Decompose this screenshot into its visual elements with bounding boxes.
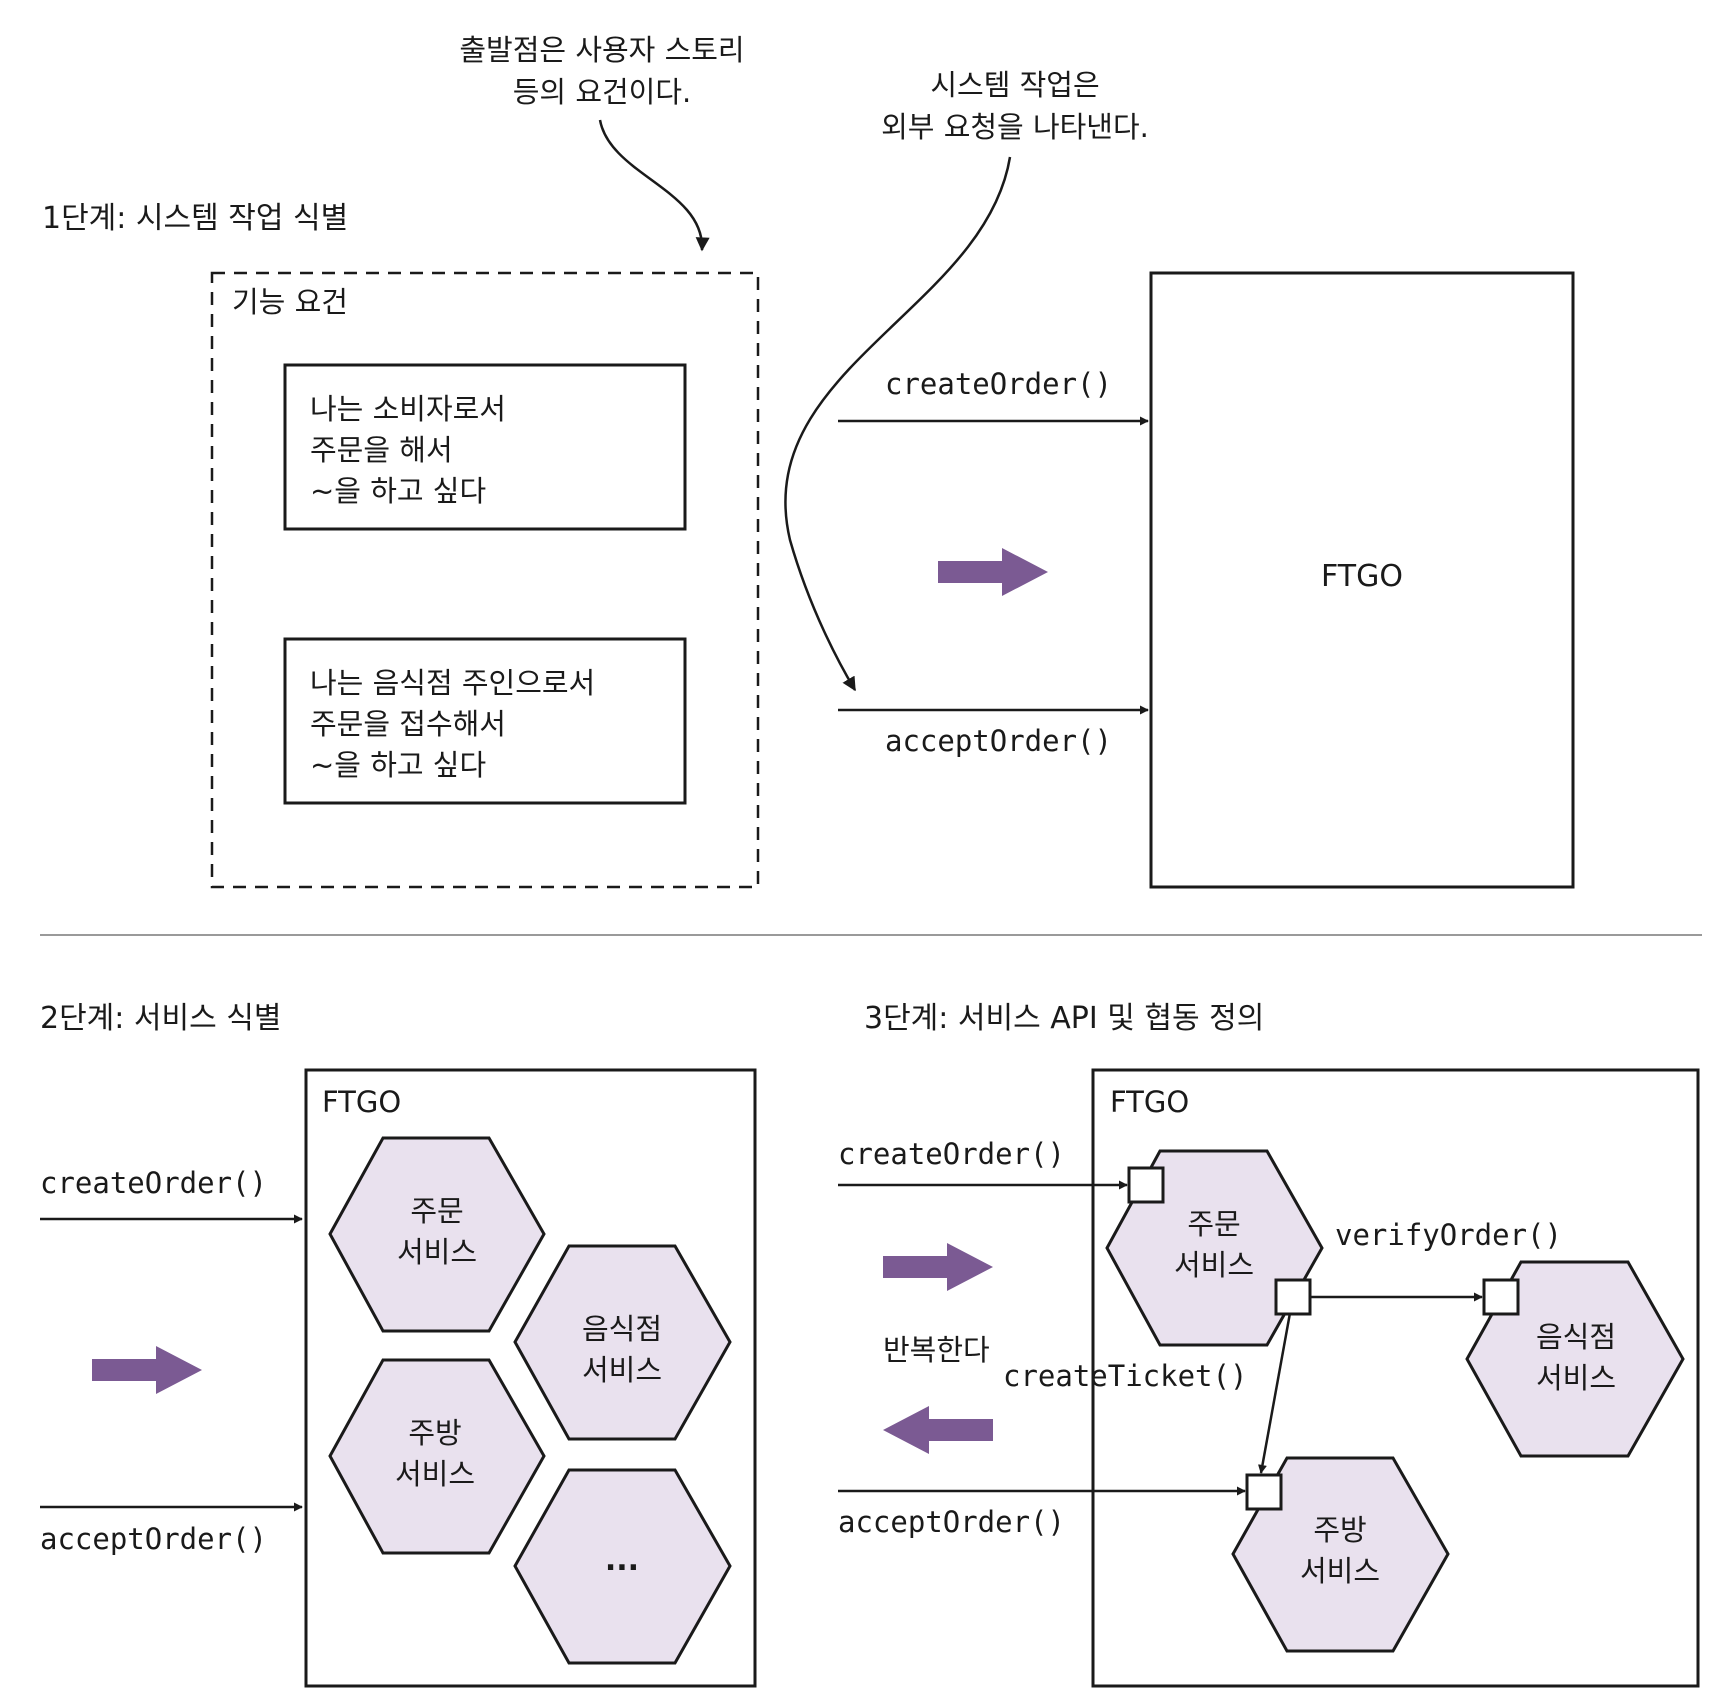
restaurant-service-verify-port [1482, 1278, 1520, 1316]
user-story-restaurant-owner [283, 637, 687, 805]
step3-op-create: createOrder() [838, 1137, 1065, 1171]
step2-order-service-line1: 주문 [410, 1194, 463, 1228]
step2-op-create: createOrder() [40, 1166, 267, 1200]
requirements-label: 기능 요건 [232, 285, 348, 319]
story-owner-line1: 나는 음식점 주인으로서 [310, 666, 595, 700]
step3-title: 3단계: 서비스 API 및 협동 정의 [864, 1001, 1264, 1036]
step3-restaurant-service-hex [1465, 1260, 1685, 1458]
step2-restaurant-service-hex [513, 1244, 732, 1441]
order-service-outbound-port [1274, 1278, 1312, 1316]
step2-kitchen-service-line1: 주방 [408, 1416, 461, 1450]
story-owner-line2: 주문을 접수해서 [310, 707, 506, 741]
step2-op-accept: acceptOrder() [40, 1522, 267, 1556]
step3-kitchen-service-hex [1231, 1456, 1450, 1653]
callout-start-pointer [598, 119, 710, 252]
order-service-create-port [1127, 1166, 1165, 1204]
user-story-consumer [283, 363, 687, 531]
step3-order-service-line2: 서비스 [1174, 1248, 1254, 1282]
step2-kitchen-service-hex [328, 1358, 546, 1555]
step3-iterate-arrow [883, 1406, 993, 1454]
step2-ftgo-label: FTGO [322, 1085, 401, 1119]
step2-order-service-line2: 서비스 [397, 1235, 477, 1269]
step3-kitchen-service-line2: 서비스 [1300, 1554, 1380, 1588]
step1-ftgo-label: FTGO [1321, 559, 1403, 594]
step3-order-service-line1: 주문 [1187, 1207, 1240, 1241]
step2-restaurant-service-line1: 음식점 [582, 1312, 662, 1346]
step3-kitchen-service-line1: 주방 [1313, 1513, 1366, 1547]
step2-title: 2단계: 서비스 식별 [40, 1001, 281, 1036]
step1-title: 1단계: 시스템 작업 식별 [42, 201, 348, 236]
callout-system-line2: 외부 요청을 나타낸다. [881, 110, 1149, 144]
step3-arrow-create-ticket [1258, 1312, 1292, 1474]
story-consumer-line2: 주문을 해서 [310, 433, 453, 467]
step3-iterate-label: 반복한다 [883, 1333, 990, 1367]
story-consumer-line3: ~을 하고 싶다 [310, 474, 486, 508]
step3-restaurant-service-line2: 서비스 [1536, 1361, 1616, 1395]
step1-ftgo-system [1149, 271, 1575, 889]
step3-op-verify: verifyOrder() [1335, 1218, 1562, 1252]
story-owner-line3: ~을 하고 싶다 [310, 748, 486, 782]
callout-start-line1: 출발점은 사용자 스토리 [459, 33, 744, 67]
step2-more-services-ellipsis: ... [605, 1543, 639, 1578]
story-consumer-line1: 나는 소비자로서 [310, 392, 506, 426]
callout-start-line2: 등의 요건이다. [513, 75, 692, 109]
step1-op-create: createOrder() [885, 367, 1112, 401]
step2-transition-arrow [92, 1346, 202, 1394]
step2-restaurant-service-line2: 서비스 [582, 1353, 662, 1387]
callout-system-line1: 시스템 작업은 [930, 68, 1099, 102]
requirements-frame [210, 271, 760, 889]
step3-ftgo-label: FTGO [1110, 1085, 1189, 1119]
step1-op-accept: acceptOrder() [885, 724, 1112, 758]
step3-op-create-ticket: createTicket() [1003, 1359, 1247, 1393]
step2-more-services-hex [513, 1468, 732, 1665]
step2-kitchen-service-line2: 서비스 [395, 1457, 475, 1491]
step3-restaurant-service-line1: 음식점 [1536, 1320, 1616, 1354]
step3-op-accept: acceptOrder() [838, 1505, 1065, 1539]
kitchen-service-port [1245, 1473, 1283, 1511]
step3-transition-arrow [883, 1243, 993, 1291]
step2-order-service-hex [328, 1136, 546, 1333]
step1-transition-arrow [938, 548, 1048, 596]
callout-system-pointer [784, 156, 1012, 692]
